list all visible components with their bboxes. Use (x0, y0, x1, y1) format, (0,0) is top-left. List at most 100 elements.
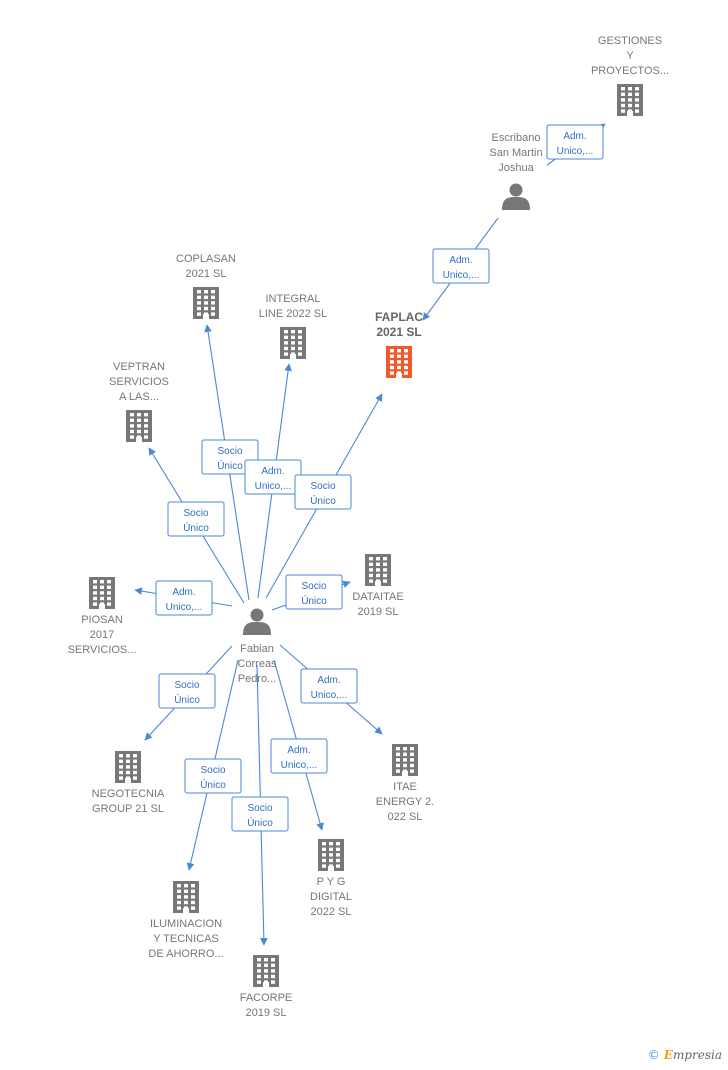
edge-label-pyg[interactable]: Adm. Unico,... (270, 738, 328, 774)
building-icon (318, 839, 344, 871)
edge-label-text: Socio (183, 508, 208, 519)
edge-label-text: Socio (217, 446, 242, 457)
edge-label-text: Adm. (287, 745, 310, 756)
node-label-line: VEPTRAN (113, 361, 165, 373)
edge-label-text: Adm. (172, 587, 195, 598)
node-negotecnia[interactable]: NEGOTECNIA GROUP 21 SL (92, 751, 165, 815)
node-label-line: SERVICIOS (109, 376, 169, 388)
node-label-line: ILUMINACION (150, 918, 222, 930)
node-piosan[interactable]: PIOSAN 2017SERVICIOS... (68, 577, 137, 656)
edge-label-text: Socio (247, 803, 272, 814)
edge-label-text: Único (217, 459, 243, 472)
node-label-line: PIOSAN (81, 614, 123, 626)
edge-label-box (300, 668, 358, 704)
edge-label-piosan[interactable]: Adm. Unico,... (155, 580, 213, 616)
edge-label-text: Socio (301, 581, 326, 592)
brand-footer[interactable]: ©Empresia (648, 1048, 722, 1062)
node-pyg[interactable]: P Y G DIGITAL 2022 SL (310, 839, 352, 918)
node-label-line: Y (626, 50, 634, 62)
edge-label-box (546, 124, 604, 160)
node-label-line: 2021 SL (186, 268, 227, 280)
edge-label-box (285, 574, 343, 610)
node-fabian[interactable]: FabianCorreasPedro... (237, 608, 277, 686)
brand-initial: E (663, 1048, 673, 1062)
node-label-line: 2021 SL (376, 325, 421, 339)
building-icon (89, 577, 115, 609)
node-label-line: ENERGY 2. (376, 796, 435, 808)
node-label-line: SERVICIOS... (68, 644, 137, 656)
edge-label-itae[interactable]: Adm.Unico,... (300, 668, 358, 704)
node-label-line: GESTIONES (598, 35, 662, 47)
person-icon (243, 608, 271, 635)
edge-label-text: Socio (200, 765, 225, 776)
brand-name: mpresia (672, 1048, 722, 1062)
person-icon (502, 183, 530, 210)
edge-label-text: Único (200, 778, 226, 791)
node-gestiones[interactable]: GESTIONES Y PROYECTOS... (591, 35, 669, 116)
node-label-line: 2019 SL (358, 606, 399, 618)
node-label-line: NEGOTECNIA (92, 788, 165, 800)
building-icon (173, 881, 199, 913)
edge-label-gestiones[interactable]: Adm.Unico,... (546, 124, 604, 160)
node-veptran[interactable]: VEPTRAN SERVICIOS A LAS... (109, 361, 169, 442)
edge-label-text: Unico,... (443, 270, 480, 281)
node-label-line: 022 SL (388, 811, 423, 823)
edge-label-box (184, 758, 242, 794)
node-label-line: FACORPE (240, 992, 293, 1004)
edge-label-text: Único (301, 594, 327, 607)
copyright-icon: © (647, 1048, 660, 1062)
node-label-line: A LAS... (119, 391, 159, 403)
edge-label-faplac[interactable]: Adm. Unico,... (432, 248, 490, 284)
node-coplasan[interactable]: COPLASAN 2021 SL (176, 253, 236, 319)
edge-label-text: Adm. (449, 255, 472, 266)
edge-label-text: Unico,... (281, 760, 318, 771)
edge-label-box (432, 248, 490, 284)
edge-label-box (201, 439, 259, 475)
edge-label-text: Unico,... (255, 481, 292, 492)
edge-label-integral[interactable]: Adm. Unico,... (244, 459, 302, 495)
building-icon (280, 327, 306, 359)
building-icon (193, 287, 219, 319)
edge-label-text: Único (174, 693, 200, 706)
node-label-line: INTEGRAL (265, 293, 320, 305)
building-icon (253, 955, 279, 987)
node-label-line: Joshua (498, 162, 534, 174)
edge-label-text: Socio (310, 481, 335, 492)
edge-label-text: Único (247, 816, 273, 829)
node-label-line: 2022 SL (311, 906, 352, 918)
node-itae[interactable]: ITAE ENERGY 2. 022 SL (376, 744, 435, 823)
node-label-line: Pedro... (238, 673, 277, 685)
node-label-line: P Y G (317, 876, 346, 888)
edge-label-box (158, 673, 216, 709)
node-label-line: COPLASAN (176, 253, 236, 265)
node-label-line: DIGITAL (310, 891, 352, 903)
edge-label-text: Adm. (261, 466, 284, 477)
node-label-line: ITAE (393, 781, 417, 793)
node-label-line: FAPLAC (375, 310, 423, 324)
edge-label-text: Unico,... (166, 602, 203, 613)
node-label-line: San Martin (489, 147, 542, 159)
node-label-line: 2017 (90, 629, 114, 641)
building-icon (617, 84, 643, 116)
building-icon (115, 751, 141, 783)
node-label-line: DE AHORRO... (148, 948, 223, 960)
edge-label-text: Adm. (563, 131, 586, 142)
node-label-line: GROUP 21 SL (92, 803, 164, 815)
edge-label-box (231, 796, 289, 832)
node-label-line: PROYECTOS... (591, 65, 669, 77)
